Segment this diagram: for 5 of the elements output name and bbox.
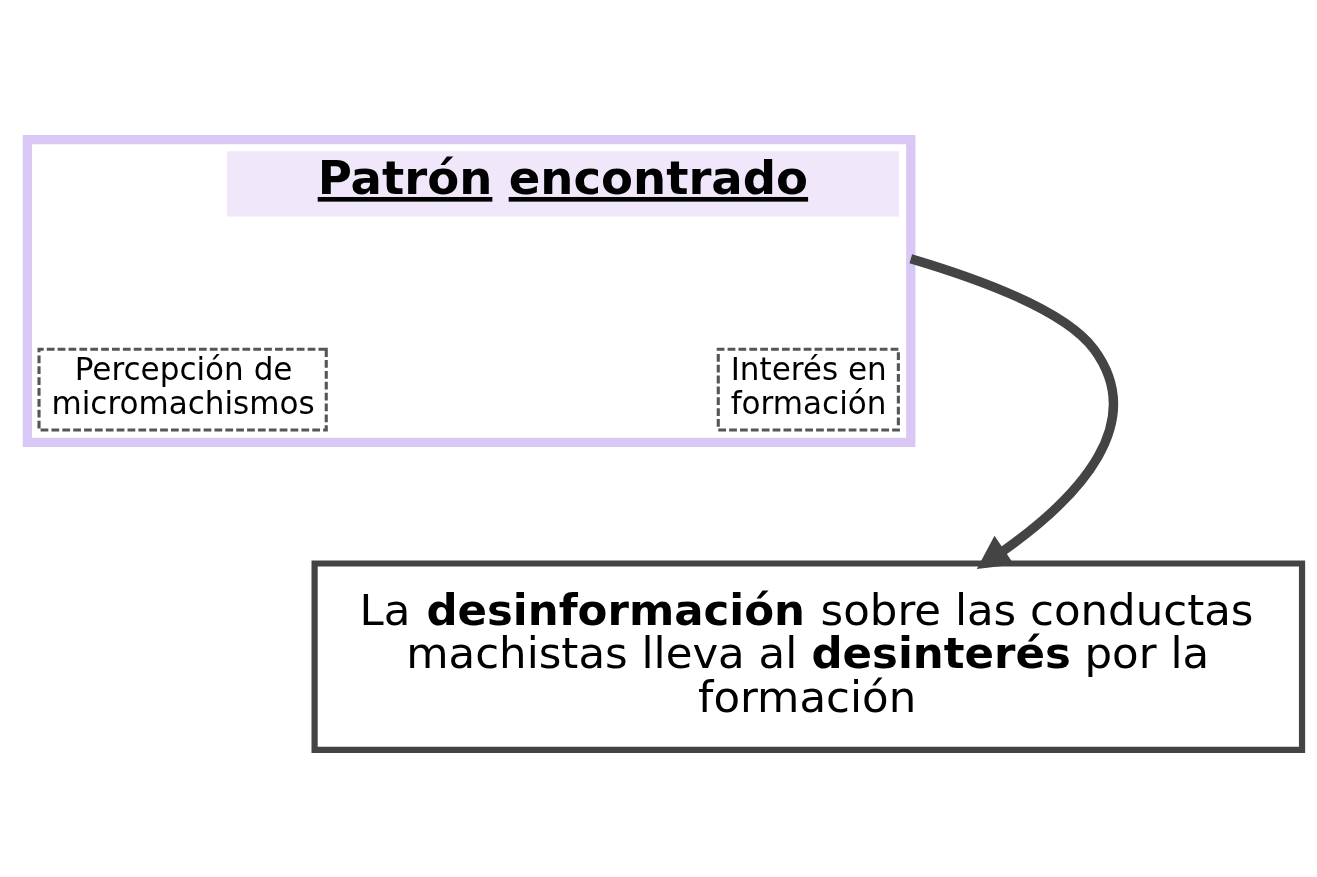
node-box: Interés en formación [716, 347, 900, 432]
node-box: La desinformación sobre las conductas machistas lleva al desinterés por la formación [311, 560, 1306, 753]
cluster [22, 134, 916, 448]
node-box: Percepción de micromachismos [37, 347, 328, 432]
arrow [909, 254, 1119, 569]
